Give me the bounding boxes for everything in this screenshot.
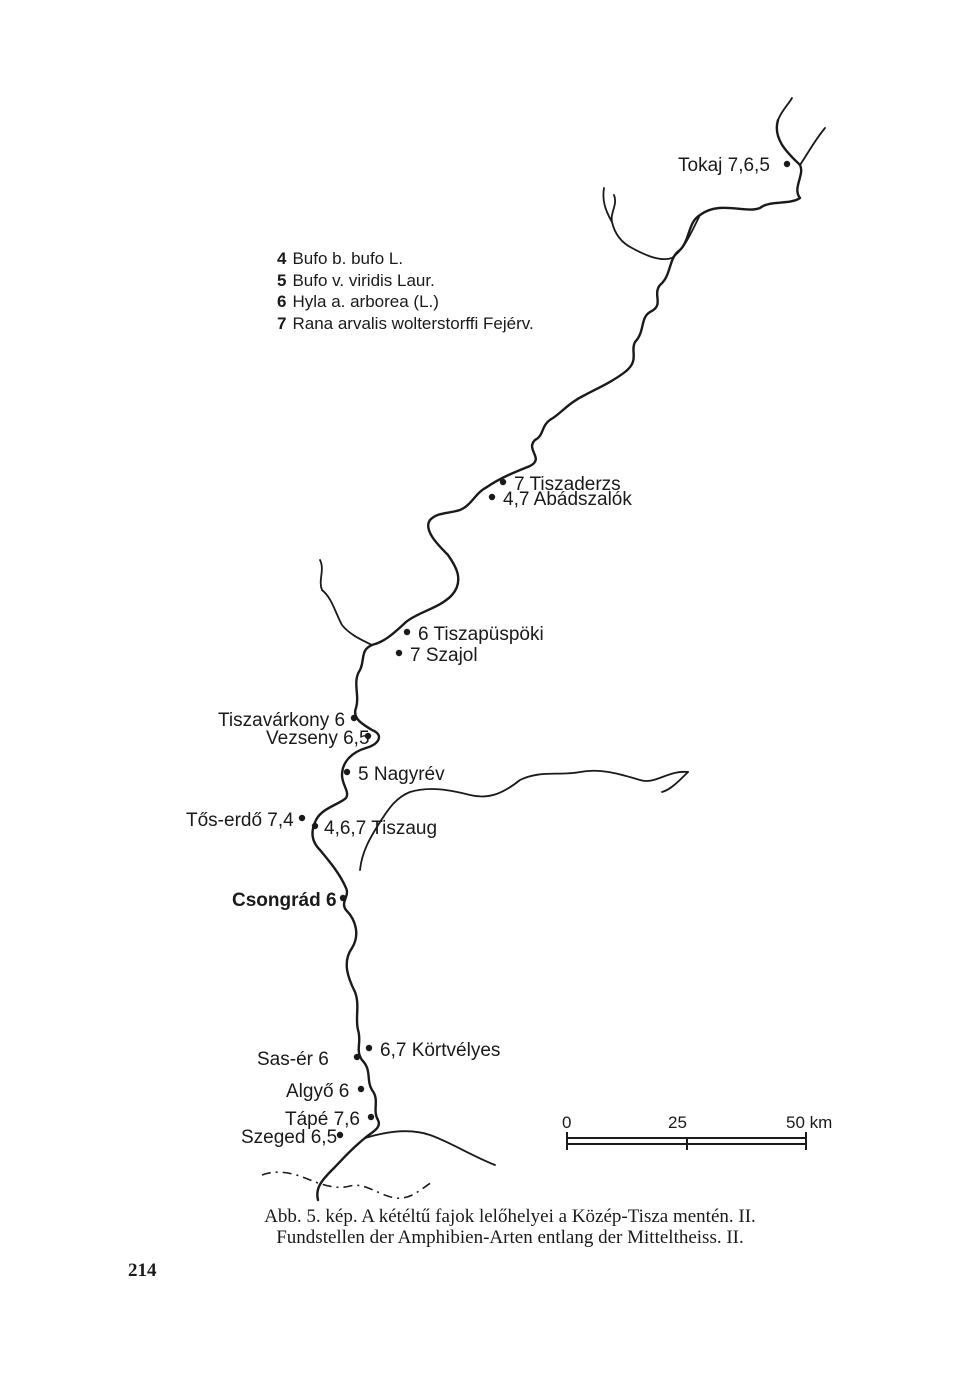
- dot-szajol: [395, 649, 403, 657]
- koros-branch: [661, 771, 689, 793]
- label-sas-er: Sas-ér 6: [257, 1049, 329, 1070]
- dot-vezseny: [364, 732, 372, 740]
- legend-text: Bufo b. bufo L.: [292, 249, 404, 268]
- label-tape: Tápé 7,6: [285, 1109, 360, 1130]
- label-tiszavarkony: Tiszavárkony 6: [218, 710, 345, 731]
- label-tokaj: Tokaj 7,6,5: [678, 155, 770, 176]
- maros-river: [364, 1130, 496, 1166]
- bodrog-river: [777, 97, 826, 166]
- figure-caption-german: Fundstellen der Amphibien-Arten entlang …: [276, 1227, 744, 1248]
- scale-label-25: 25: [668, 1113, 687, 1132]
- dot-kortvelyes: [365, 1044, 373, 1052]
- label-tos-erdo: Tős-erdő 7,4: [186, 810, 294, 831]
- label-tiszaderzs: 7 Tiszaderzs: [514, 474, 621, 495]
- dot-tos-erdo: [298, 814, 306, 822]
- figure-caption-hungarian: Abb. 5. kép. A kétéltű fajok lelőhelyei …: [264, 1206, 756, 1227]
- legend-number: 7: [277, 313, 287, 333]
- dot-tokaj: [783, 160, 791, 168]
- dot-tiszavarkony: [350, 714, 358, 722]
- zagyva-river: [319, 559, 373, 646]
- label-tiszaug: 4,6,7 Tiszaug: [324, 818, 437, 839]
- dot-abadszalok: [488, 493, 496, 501]
- dot-nagyrev: [343, 768, 351, 776]
- dot-algyo: [357, 1085, 365, 1093]
- label-szeged: Szeged 6,5: [241, 1127, 337, 1148]
- legend-text: Rana arvalis wolterstorffi Fejérv.: [292, 313, 534, 333]
- label-kortvelyes: 6,7 Körtvélyes: [380, 1040, 500, 1061]
- dot-csongrad: [339, 894, 347, 902]
- label-abadszalok: 4,7 Abádszalók: [503, 489, 632, 510]
- label-szajol: 7 Szajol: [410, 645, 478, 666]
- legend-text: Hyla a. arborea (L.): [292, 292, 439, 311]
- legend-number: 4: [277, 249, 287, 268]
- dot-tape: [367, 1113, 375, 1121]
- scale-label-0: 0: [562, 1113, 571, 1132]
- dot-tiszaderzs: [499, 478, 507, 486]
- legend-text: Bufo v. viridis Laur.: [292, 270, 435, 290]
- label-tiszapuspoki: 6 Tiszapüspöki: [418, 624, 544, 645]
- scale-bar: 0 25 50 km: [562, 1113, 832, 1150]
- koros-river: [359, 769, 689, 871]
- dot-tiszaug: [311, 822, 319, 830]
- national-border: [261, 1171, 433, 1200]
- legend-number: 6: [277, 292, 287, 311]
- label-algyo: Algyő 6: [286, 1081, 349, 1102]
- scale-label-50: 50 km: [786, 1113, 832, 1132]
- page-number: 214: [128, 1260, 157, 1281]
- legend-number: 5: [277, 270, 287, 290]
- label-csongrad: Csongrád 6: [232, 890, 337, 911]
- legend-item: 4 Bufo b. bufo L.: [277, 248, 534, 270]
- tisza-river: [311, 118, 803, 1202]
- label-vezseny: Vezseny 6,5: [266, 728, 370, 749]
- label-nagyrev: 5 Nagyrév: [358, 764, 445, 785]
- sajo-river: [602, 187, 701, 261]
- dot-sas-er: [353, 1053, 361, 1061]
- dot-tiszapuspoki: [403, 628, 411, 636]
- dot-szeged: [336, 1131, 344, 1139]
- legend-item: 6 Hyla a. arborea (L.): [277, 291, 534, 313]
